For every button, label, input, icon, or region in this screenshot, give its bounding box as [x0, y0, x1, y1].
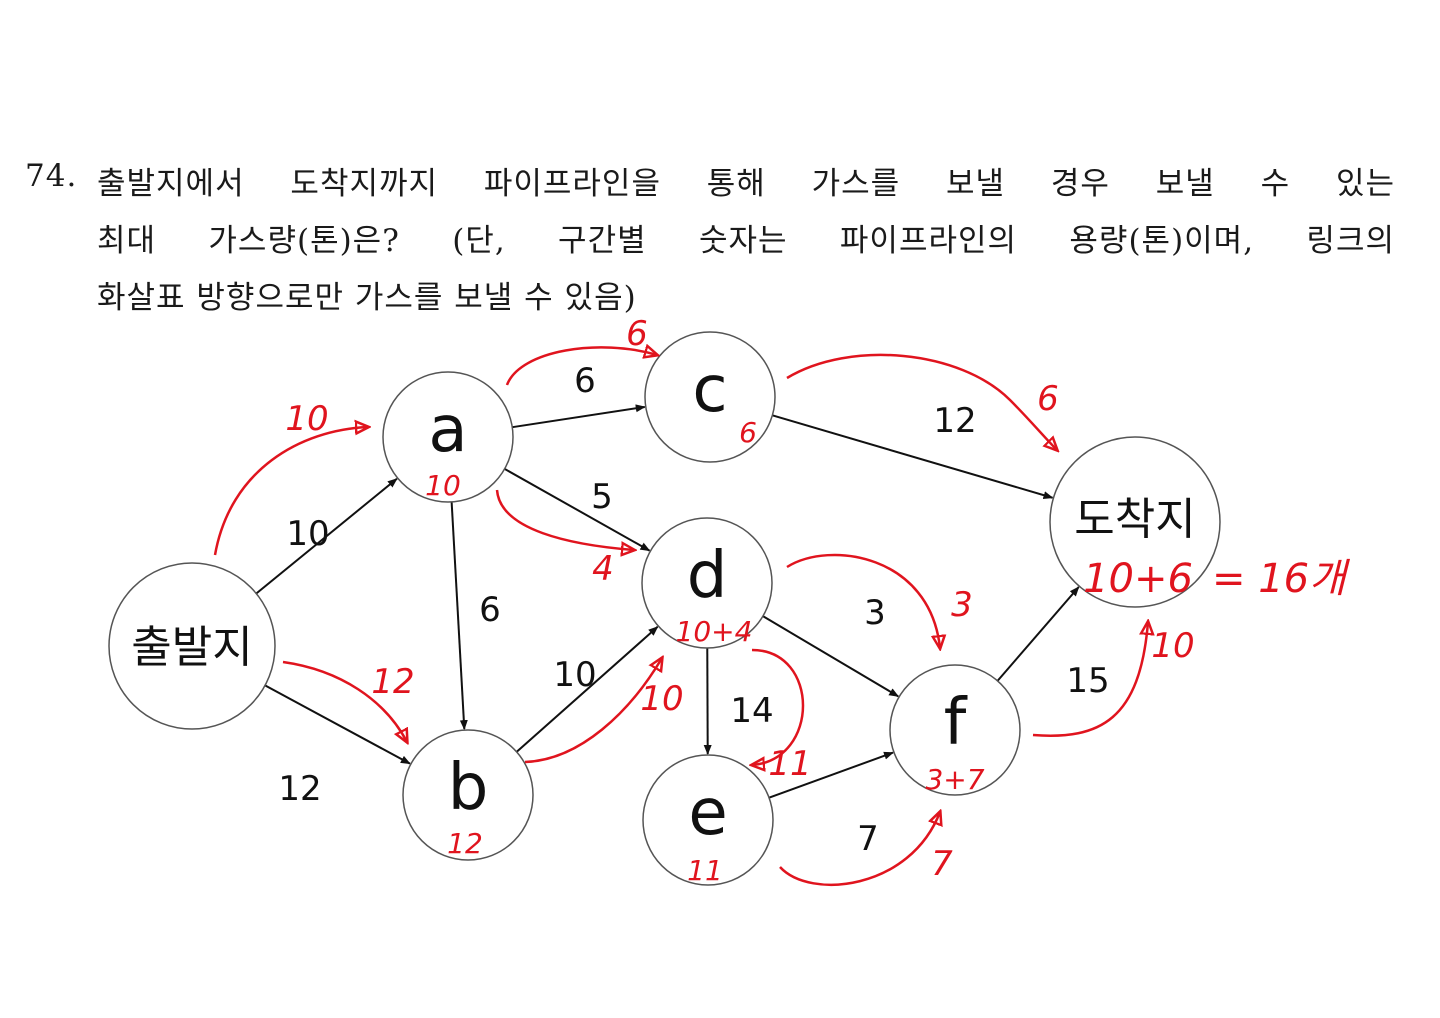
capacity-label-c-t: 12 [933, 401, 976, 441]
node-flow-a: 10 [425, 469, 461, 502]
flow-label-a-c: 6 [626, 314, 648, 354]
edge-d-f [762, 615, 900, 698]
question-number: 74. [25, 158, 78, 194]
node-label-t: 도착지 [1074, 494, 1195, 545]
node-s [108, 562, 276, 730]
node-d [641, 517, 773, 649]
flow-arrow-f-t [1032, 622, 1148, 737]
node-t [1049, 436, 1221, 608]
capacity-label-s-a: 10 [286, 514, 329, 554]
capacity-label-f-t: 15 [1066, 661, 1109, 701]
edge-e-f [768, 751, 894, 799]
node-flow-t: 10+6 [1083, 556, 1193, 602]
flow-arrow-d-f [786, 553, 940, 648]
node-label-s: 출발지 [131, 622, 252, 673]
flow-label-c-t: 6 [1037, 379, 1059, 419]
node-flow-e: 11 [687, 854, 723, 887]
node-e [642, 754, 774, 886]
edge-s-a [255, 477, 398, 595]
capacity-label-a-c: 6 [574, 361, 596, 401]
flow-arrow-e-f [779, 812, 940, 886]
node-label-a: a [428, 393, 467, 467]
edge-b-d [515, 626, 659, 753]
flow-label-s-b: 12 [371, 662, 414, 702]
question-line-3: 화살표 방향으로만 가스를 보낼 수 있음) [97, 280, 637, 316]
edge-a-d [504, 468, 651, 552]
node-c [644, 331, 776, 463]
node-f [889, 664, 1021, 796]
capacity-label-s-b: 12 [278, 769, 321, 809]
flow-label-a-d: 4 [592, 549, 614, 589]
edge-a-c [512, 404, 646, 429]
node-a [382, 371, 514, 503]
node-flow-b: 12 [447, 827, 483, 860]
edge-a-b [450, 501, 468, 731]
flow-arrow-a-d [495, 489, 634, 550]
flow-arrow-d-e [752, 648, 805, 765]
flow-arrow-c-t [786, 353, 1057, 450]
capacity-label-a-b: 6 [479, 590, 501, 630]
capacity-label-d-e: 14 [730, 691, 773, 731]
node-flow-c: 6 [739, 416, 757, 449]
node-label-c: c [692, 353, 727, 427]
flow-arrow-b-d [524, 658, 662, 764]
flow-label-s-a: 10 [285, 399, 328, 439]
flow-arrow-s-a [213, 427, 368, 556]
capacity-label-b-d: 10 [553, 655, 596, 695]
edge-s-b [264, 684, 411, 765]
node-b [402, 729, 534, 861]
max-flow-result: = 16개 [1212, 556, 1350, 602]
node-label-b: b [448, 751, 489, 825]
flow-label-e-f: 7 [931, 844, 953, 884]
capacity-label-e-f: 7 [857, 819, 879, 859]
capacity-label-d-f: 3 [864, 593, 886, 633]
edge-f-t [996, 586, 1080, 682]
flow-label-f-t: 10 [1151, 626, 1194, 666]
capacity-label-a-d: 5 [591, 477, 613, 517]
node-label-d: d [687, 539, 728, 613]
flow-arrow-s-b [282, 660, 407, 742]
edge-c-t [772, 414, 1054, 500]
flow-label-b-d: 10 [640, 679, 683, 719]
flow-arrow-a-c [505, 347, 657, 386]
flow-label-d-e: 11 [768, 744, 811, 784]
flow-label-d-f: 3 [951, 585, 973, 625]
node-flow-f: 3+7 [925, 763, 984, 796]
question-line-1: 출발지에서 도착지까지 파이프라인을 통해 가스를 보낼 경우 보낼 수 있는 [97, 166, 1395, 202]
node-label-f: f [944, 686, 968, 760]
node-label-e: e [688, 776, 727, 850]
question-line-2: 최대 가스량(톤)은? (단, 구간별 숫자는 파이프라인의 용량(톤)이며, … [97, 223, 1395, 259]
node-flow-d: 10+4 [676, 615, 753, 648]
